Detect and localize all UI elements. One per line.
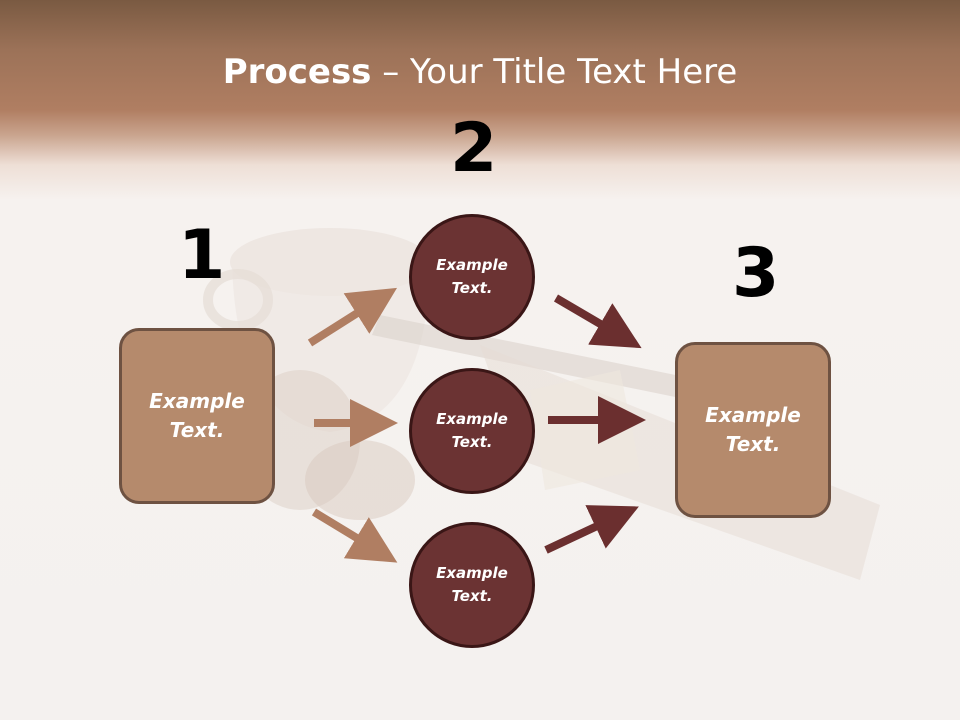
step-number-2: 2 [450, 109, 498, 188]
arrow-left-down [311, 508, 398, 563]
circle-top-text: Example Text. [436, 256, 508, 297]
step-number-3: 3 [732, 234, 780, 313]
step-1-box: Example Text. [119, 328, 275, 504]
step-number-1: 1 [178, 216, 226, 295]
title-rest: – Your Title Text Here [371, 52, 738, 92]
step-1-text: Example Text. [149, 389, 245, 442]
slide-title: Process – Your Title Text Here [0, 52, 960, 92]
step-2-circle-bottom: Example Text. [409, 522, 535, 648]
circle-middle-text: Example Text. [436, 410, 508, 451]
step-3-text: Example Text. [705, 403, 801, 456]
step-3-box: Example Text. [675, 342, 831, 518]
arrow-right-down [553, 294, 642, 349]
circle-bottom-text: Example Text. [436, 564, 508, 605]
step-2-circle-top: Example Text. [409, 214, 535, 340]
arrow-right-up [544, 505, 639, 554]
title-bold: Process [222, 52, 372, 92]
arrow-left-up [307, 287, 398, 347]
step-2-circle-middle: Example Text. [409, 368, 535, 494]
